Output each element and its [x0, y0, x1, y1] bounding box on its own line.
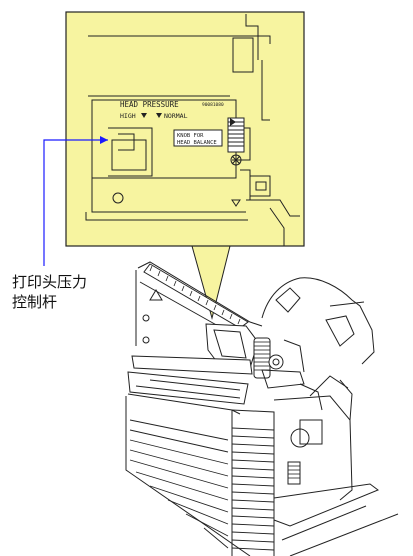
high-arrow-icon — [141, 113, 147, 118]
normal-label: NORMAL — [164, 112, 188, 120]
leader-line — [43, 136, 108, 266]
label-line-1: 打印头压力 — [12, 273, 88, 291]
label-line-2: 控制杆 — [12, 293, 58, 311]
magnified-inset: HEAD PRESSURE 90081080 HIGH NORMAL KNOB … — [65, 11, 305, 320]
knob-line-2: HEAD BALANCE — [177, 140, 217, 146]
normal-arrow-icon — [156, 113, 162, 118]
knob-line-1: KNOB FOR — [177, 133, 204, 139]
head-pressure-title: HEAD PRESSURE — [120, 100, 179, 109]
high-label: HIGH — [120, 112, 136, 120]
printer-body — [125, 261, 399, 556]
knob-label-box — [173, 129, 223, 147]
leader-arrow-icon — [100, 136, 108, 144]
part-code: 90081080 — [202, 102, 224, 108]
head-pressure-lever-label: 打印头压力 控制杆 — [12, 272, 122, 312]
